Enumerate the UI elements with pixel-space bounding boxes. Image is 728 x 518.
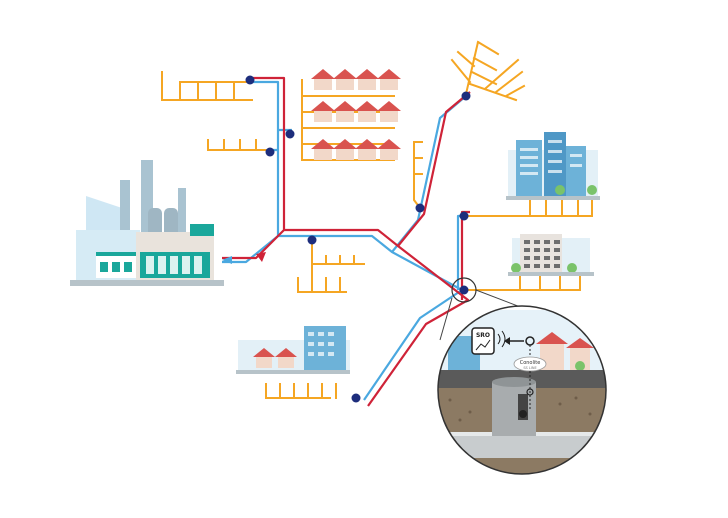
office-building-icon <box>506 132 600 200</box>
zoom-callout-line <box>439 297 453 341</box>
cloud-brand-label: Conolite <box>520 360 541 366</box>
junction-node[interactable] <box>307 235 317 245</box>
branch-comb-mid-left <box>207 139 271 151</box>
branch-small-vertical <box>413 141 423 210</box>
junction-node[interactable] <box>351 393 361 403</box>
apartment-building-icon <box>508 234 594 276</box>
branch-bottom-left-feeder <box>265 383 337 399</box>
branch-apartment-feeder <box>463 275 581 291</box>
sensor-display-label: SRO <box>476 332 490 339</box>
signal-arrow-icon <box>504 336 535 346</box>
manhole-detail-zoom: SRO Conolite SS LINE <box>437 305 607 475</box>
branch-comb-top-left <box>161 71 253 101</box>
manhole-icon <box>492 382 536 436</box>
sensor-device-icon[interactable]: SRO <box>471 327 506 355</box>
junction-node[interactable] <box>461 91 471 101</box>
branch-office-feeder <box>463 199 593 217</box>
factory-icon <box>70 160 224 286</box>
junction-node[interactable] <box>459 285 469 295</box>
cloud-icon: Conolite SS LINE <box>513 356 547 372</box>
cloud-sub-label: SS LINE <box>523 366 536 370</box>
junction-node[interactable] <box>459 211 469 221</box>
neighborhood-bottom-left <box>236 326 350 374</box>
houses-cluster-top <box>311 69 401 160</box>
junction-node[interactable] <box>285 129 295 139</box>
junction-node[interactable] <box>265 147 275 157</box>
branch-comb-top-right <box>450 40 526 102</box>
junction-node[interactable] <box>415 203 425 213</box>
branch-comb-center <box>297 239 365 293</box>
junction-node[interactable] <box>245 75 255 85</box>
